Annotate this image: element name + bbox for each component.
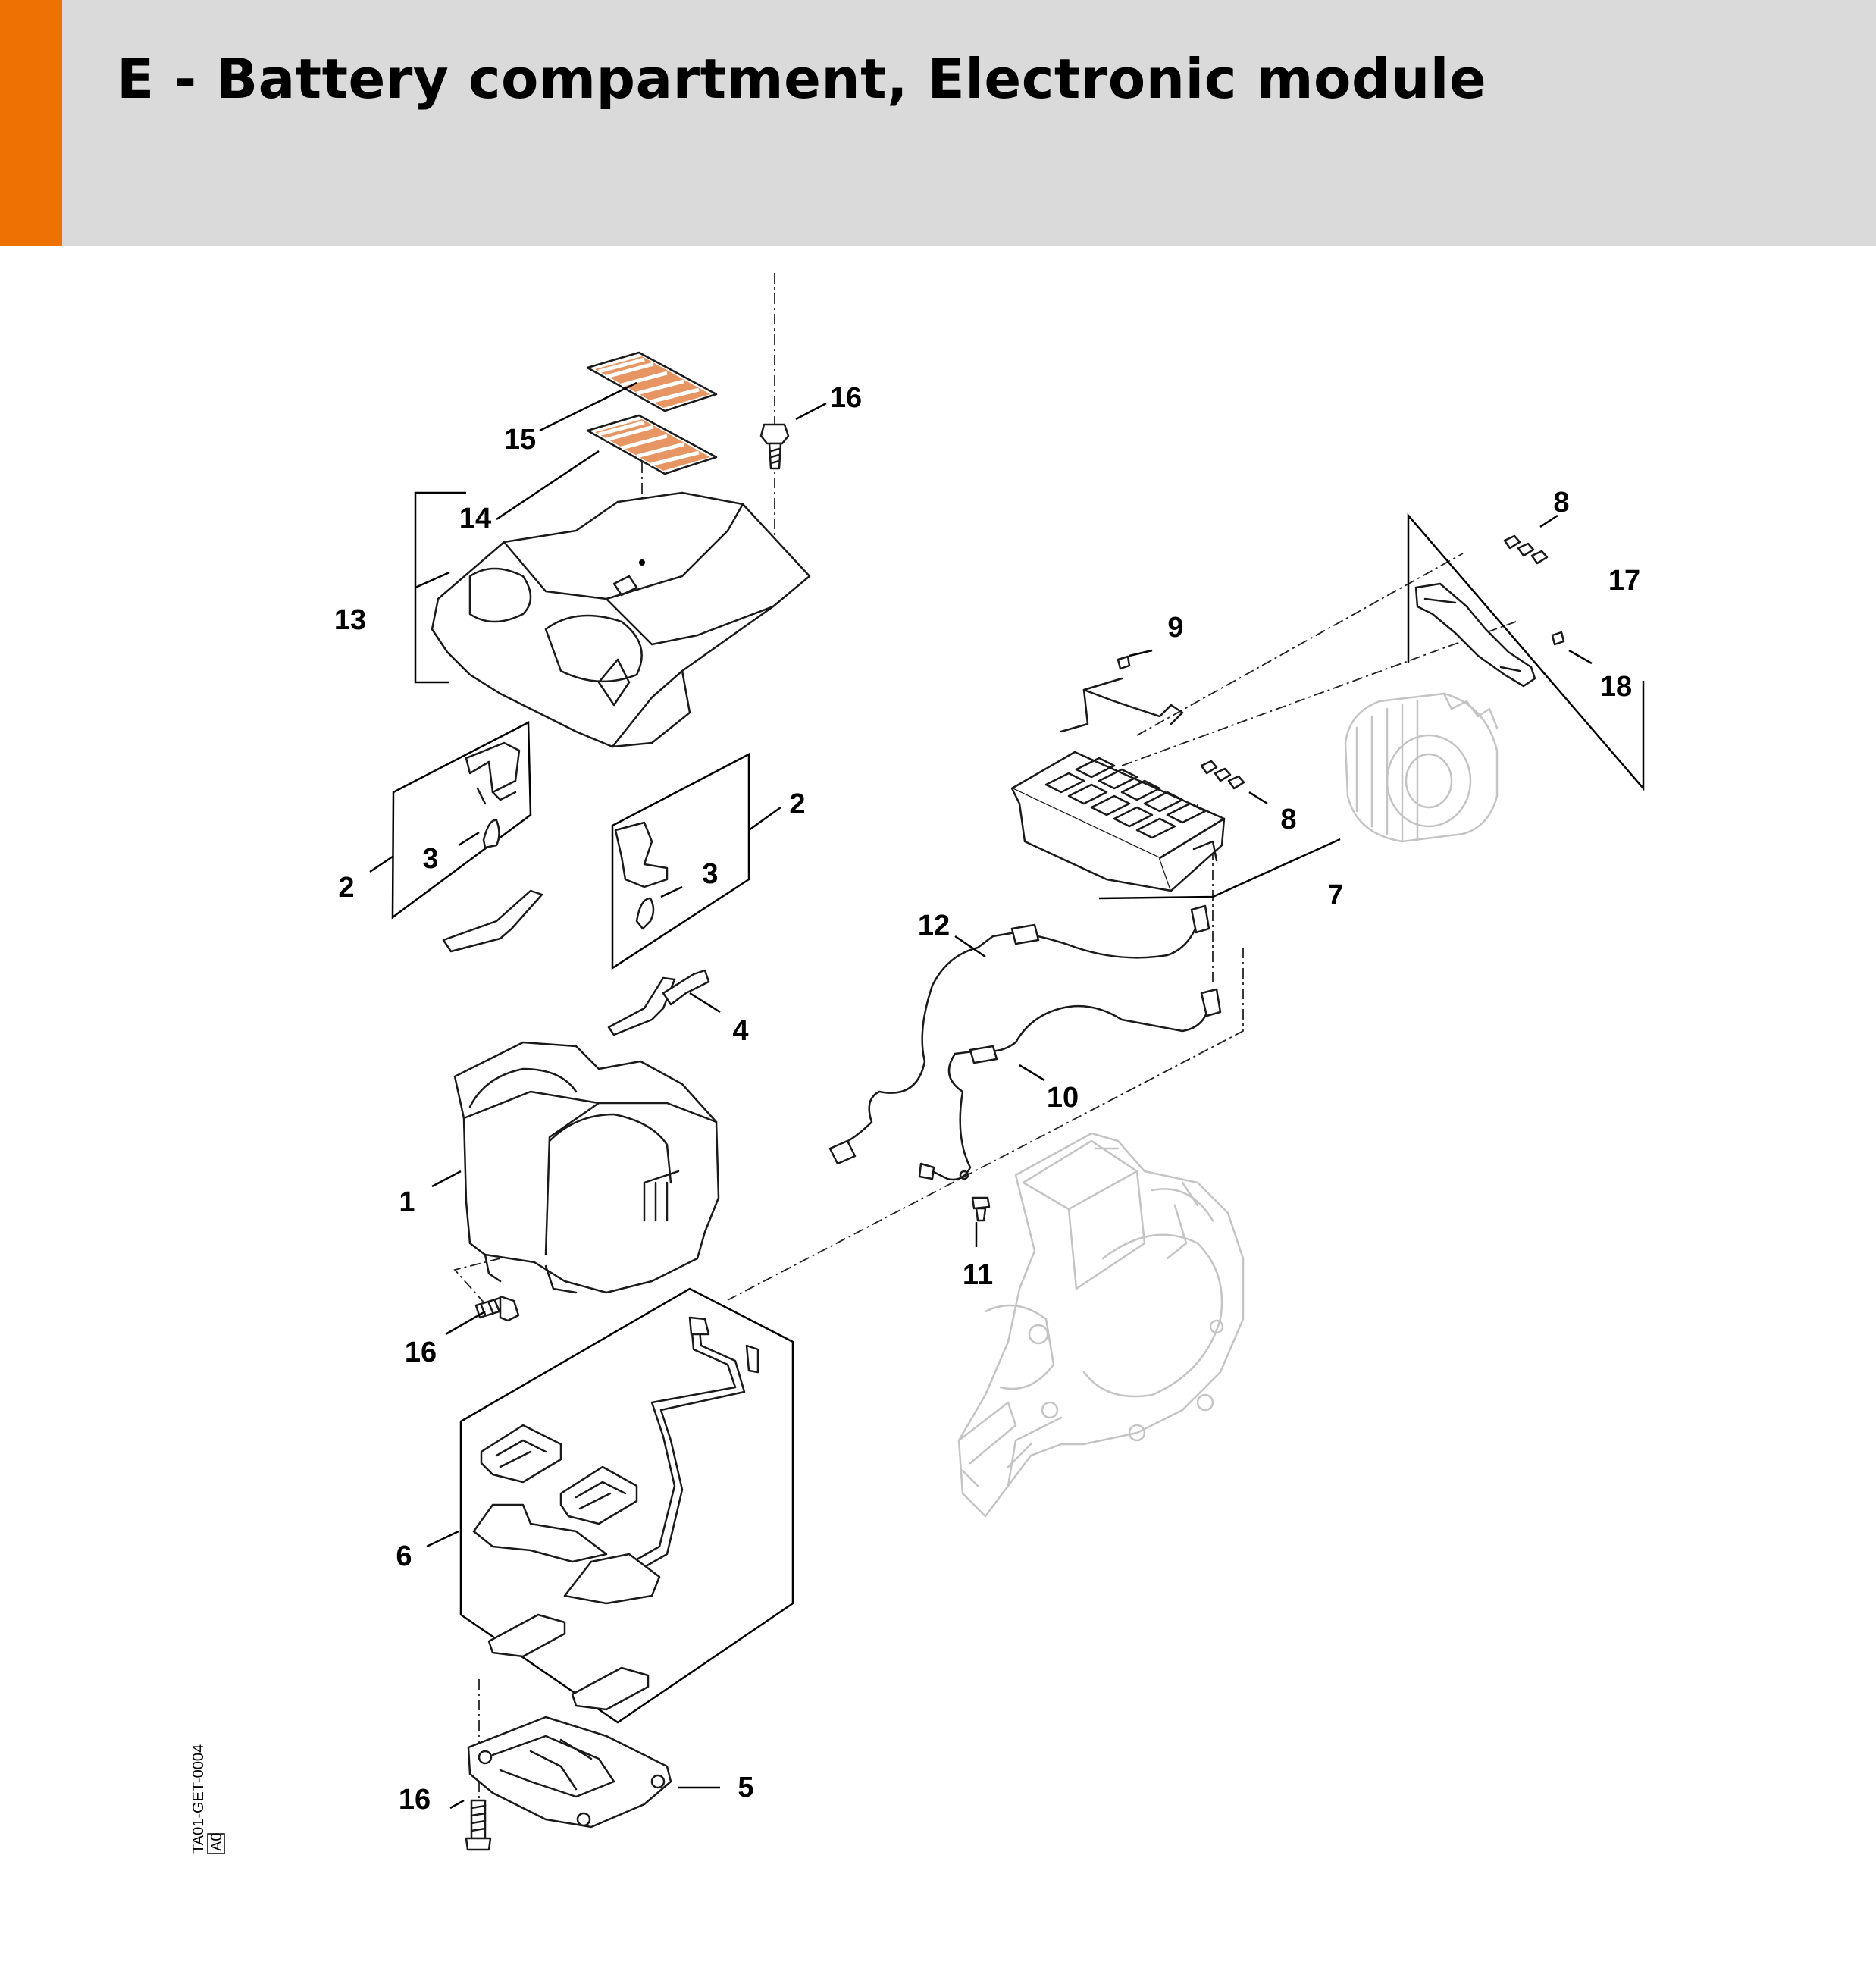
part-14-label-decal bbox=[586, 414, 718, 475]
part-3-spring-right bbox=[635, 897, 655, 930]
callout-10: 10 bbox=[1047, 1082, 1079, 1114]
callout-4: 4 bbox=[732, 1015, 748, 1047]
part-4-slider-left bbox=[442, 889, 543, 953]
part-16-screw-top bbox=[759, 423, 790, 470]
callout-6: 6 bbox=[396, 1540, 412, 1572]
part-13-battery-cover bbox=[431, 491, 811, 748]
housing-ghost-illustration bbox=[957, 1132, 1245, 1518]
callout-15: 15 bbox=[504, 424, 536, 456]
part-11-screw bbox=[971, 1196, 991, 1222]
group-boxes bbox=[391, 491, 1645, 1724]
callout-3-left: 3 bbox=[422, 843, 438, 875]
part-18-screw-small bbox=[1551, 631, 1565, 646]
part-3-spring-left bbox=[482, 819, 500, 849]
callout-3-right: 3 bbox=[702, 858, 718, 890]
callout-7: 7 bbox=[1327, 879, 1343, 911]
part-6-contact-set bbox=[472, 1316, 759, 1711]
callout-1: 1 bbox=[399, 1186, 415, 1218]
fan-ghost-illustration bbox=[1344, 692, 1499, 843]
part-7-electronic-module bbox=[1010, 751, 1226, 892]
part-12-wiring-harness bbox=[828, 904, 1210, 1165]
part-2-latch-left bbox=[465, 741, 521, 805]
part-17-sensor-bracket bbox=[1414, 582, 1536, 688]
callout-2-left: 2 bbox=[338, 872, 354, 904]
callout-16-bottom: 16 bbox=[399, 1784, 431, 1816]
part-9-wire-clip bbox=[1060, 655, 1184, 733]
callout-labels: 15 14 13 16 2 3 2 3 4 1 16 6 5 16 12 10 … bbox=[334, 382, 1640, 1816]
part-5-base-plate bbox=[467, 1716, 672, 1829]
page-title: E - Battery compartment, Electronic modu… bbox=[117, 47, 1487, 111]
callout-2-right: 2 bbox=[789, 788, 805, 820]
leader-lines bbox=[369, 381, 1593, 1810]
part-2-latch-right bbox=[614, 821, 669, 888]
callout-9: 9 bbox=[1167, 612, 1183, 644]
reference-revision: A0 bbox=[208, 1833, 225, 1851]
callout-8-bracket: 8 bbox=[1553, 487, 1569, 519]
part-16-screw-bottom bbox=[465, 1799, 492, 1851]
part-8-nuts-bracket bbox=[1503, 534, 1549, 565]
part-4-slider-right bbox=[607, 969, 710, 1036]
header-bar: E - Battery compartment, Electronic modu… bbox=[0, 0, 1876, 246]
callout-12: 12 bbox=[918, 910, 950, 942]
part-8-nuts-module bbox=[1200, 760, 1245, 790]
revision-box bbox=[207, 1833, 225, 1854]
callout-5: 5 bbox=[738, 1772, 753, 1803]
callout-14: 14 bbox=[459, 503, 491, 534]
part-15-label-decal bbox=[586, 351, 718, 412]
brand-accent-bar bbox=[0, 0, 62, 246]
callout-16-middle: 16 bbox=[405, 1337, 437, 1368]
reference-code-block: TA01-GET-0004 A0 bbox=[190, 1744, 225, 1854]
callout-8-module: 8 bbox=[1280, 804, 1296, 835]
callout-18: 18 bbox=[1600, 671, 1632, 703]
callout-11: 11 bbox=[963, 1259, 993, 1291]
part-10-wiring-harness bbox=[918, 988, 1222, 1181]
callout-13: 13 bbox=[334, 604, 366, 636]
callout-16-top: 16 bbox=[830, 382, 862, 414]
reference-code: TA01-GET-0004 bbox=[190, 1744, 207, 1854]
part-1-battery-compartment bbox=[453, 1041, 720, 1294]
callout-17: 17 bbox=[1608, 565, 1640, 597]
